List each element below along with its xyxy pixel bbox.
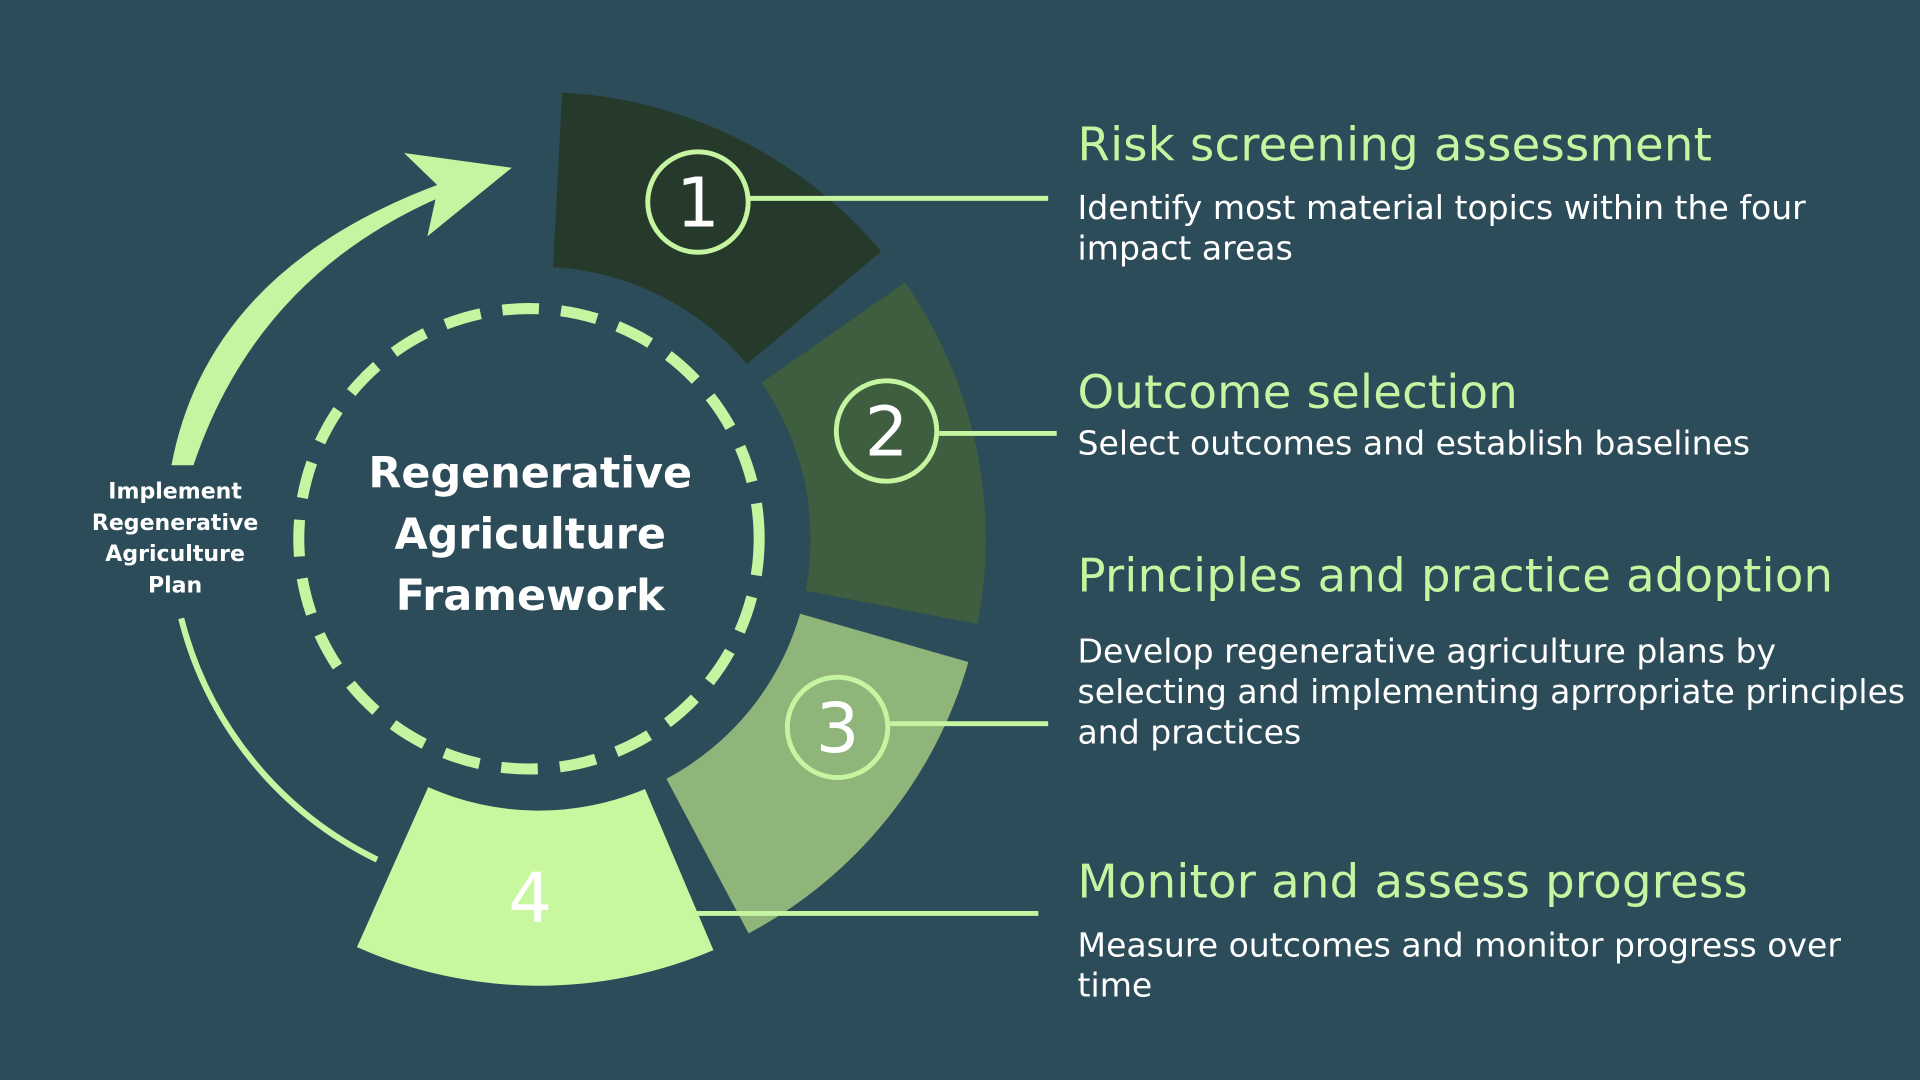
step-number-1: 1	[676, 164, 720, 244]
center-title-line: Framework	[395, 571, 665, 621]
ring-segment-1	[553, 92, 882, 365]
step-2: Outcome selection Select outcomes and es…	[1078, 365, 1911, 464]
center-title-line: Regenerative	[368, 449, 693, 499]
cycle-label-line: Agriculture	[105, 541, 245, 567]
step-number-2: 2	[865, 393, 909, 473]
step-4: Monitor and assess progress Measure outc…	[1078, 855, 1911, 1007]
step-3: Principles and practice adoption Develop…	[1078, 549, 1911, 753]
step-description: Select outcomes and establish baselines	[1077, 424, 1751, 463]
step-description: Develop regenerative agriculture plans b…	[1077, 633, 1906, 752]
step-title: Risk screening assessment	[1077, 117, 1713, 172]
cycle-label-line: Implement	[108, 478, 242, 505]
step-number-circle	[833, 378, 940, 484]
cycle-label-line: Regenerative	[91, 510, 259, 536]
ring-segment-2	[761, 282, 986, 625]
arrowhead-icon	[404, 153, 512, 237]
ring-segment-4	[356, 787, 714, 986]
step-number-4: 4	[508, 859, 552, 939]
cycle-arc-lower	[178, 617, 379, 863]
cycle-arc-upper	[171, 183, 444, 466]
step-number-circle	[784, 674, 891, 781]
dashed-inner-circle	[293, 303, 765, 775]
step-title: Monitor and assess progress	[1077, 854, 1748, 909]
step-description: Measure outcomes and monitor progress ov…	[1077, 926, 1841, 1006]
center-title-line: Agriculture	[394, 510, 666, 560]
step-number-3: 3	[816, 689, 860, 769]
cycle-label: Implement Regenerative Agriculture Plan	[77, 476, 273, 601]
center-title: Regenerative Agriculture Framework	[347, 443, 714, 627]
step-number-circle	[645, 149, 751, 255]
cycle-label-line: Plan	[147, 572, 203, 599]
step-1: Risk screening assessment Identify most …	[1078, 118, 1911, 270]
step-title: Outcome selection	[1077, 364, 1519, 419]
step-description: Identify most material topics within the…	[1077, 189, 1806, 269]
step-title: Principles and practice adoption	[1077, 548, 1834, 603]
